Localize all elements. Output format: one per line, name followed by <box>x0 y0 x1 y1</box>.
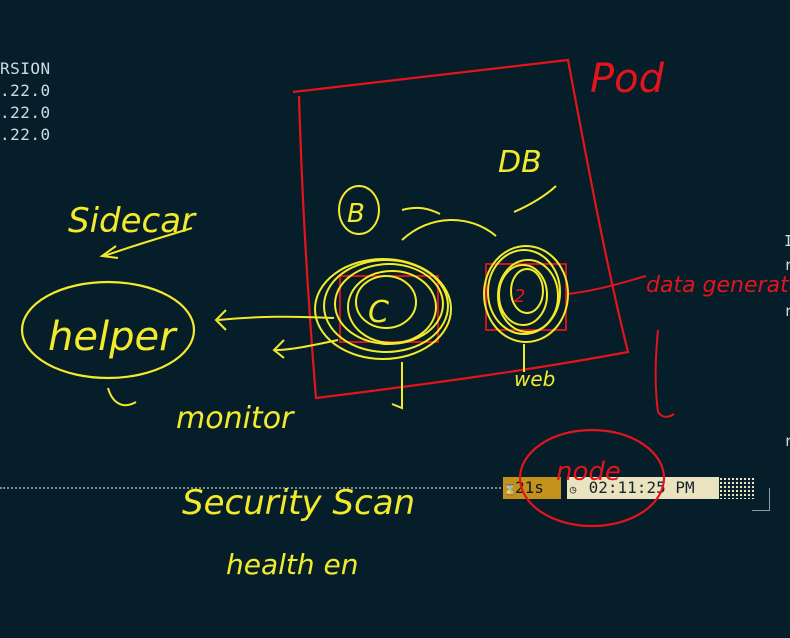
truncated-text: r <box>783 256 790 274</box>
prompt-fade <box>719 477 755 499</box>
truncated-text: I <box>783 232 790 250</box>
truncated-text: r <box>783 432 790 450</box>
data-generate-arrow <box>654 329 675 418</box>
version-cell: .22.0 <box>0 125 51 144</box>
c-drop-line <box>391 362 403 410</box>
link-arc <box>401 219 497 241</box>
clock-icon: ◷ <box>569 483 577 496</box>
node-label: node <box>556 457 621 487</box>
data-generate-label: data generate <box>646 273 790 298</box>
terminal-cursor[interactable] <box>752 488 770 511</box>
web-label: web <box>514 367 555 391</box>
helper-circle <box>20 280 196 380</box>
link-tick <box>401 206 441 215</box>
security-scan-label: Security Scan <box>182 483 415 523</box>
version-column-header: RSION <box>0 59 51 78</box>
b-label: B <box>347 199 365 229</box>
db-label: DB <box>498 145 542 180</box>
monitor-label: monitor <box>176 401 295 436</box>
time-text: 02:11:25 PM <box>588 478 695 497</box>
pod-label: Pod <box>590 56 665 102</box>
version-cell: .22.0 <box>0 81 51 100</box>
container-c-label: C <box>368 295 389 330</box>
container-c-highlight <box>314 258 452 360</box>
helper-label: helper <box>48 314 178 360</box>
health-label: health en <box>226 548 359 581</box>
node-circle <box>518 428 666 528</box>
monitor-arrow <box>272 339 339 359</box>
db-tick <box>513 185 557 213</box>
helper-arrow <box>214 309 335 331</box>
time-segment: ◷ 02:11:25 PM <box>567 477 719 499</box>
container-number-label: 2 <box>514 286 525 307</box>
container-db-highlight <box>483 245 569 343</box>
truncated-text: r <box>783 302 790 320</box>
hourglass-icon: ⌛ <box>503 483 517 496</box>
helper-tick <box>107 387 137 407</box>
pod-boundary <box>292 58 630 400</box>
version-cell: .22.0 <box>0 103 51 122</box>
b-circle <box>338 185 380 235</box>
sidecar-label: Sidecar <box>68 201 197 241</box>
prompt-filler-line <box>0 487 505 489</box>
sidecar-arrow <box>99 227 193 259</box>
data-arrow <box>567 275 647 295</box>
container-db-box <box>485 263 567 331</box>
